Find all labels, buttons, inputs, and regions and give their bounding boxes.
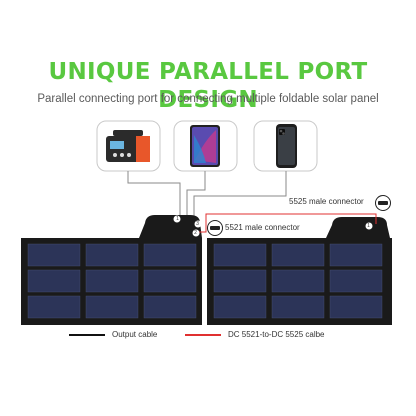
smartphone-icon (276, 124, 297, 168)
power-station-card (96, 120, 161, 172)
port-label-1: 1 (176, 216, 179, 222)
right-solar-panel (207, 217, 392, 325)
page-subtitle: Parallel connecting port for connecting … (37, 93, 379, 105)
port-label-right: 1 (367, 223, 370, 229)
output-cable-label: Output cable (112, 330, 158, 339)
male-5521-label: 5521 male connector (225, 223, 300, 232)
page-title: UNIQUE PARALLEL PORT DESIGN (48, 59, 368, 113)
port-label-2: 2 (194, 230, 197, 236)
device-cables (127, 171, 287, 222)
left-solar-panel (21, 215, 202, 325)
dc-cable-path (196, 213, 377, 233)
tablet-icon (190, 125, 220, 167)
male-5525-label: 5525 male connector (289, 197, 364, 206)
connector-5521-icon (207, 220, 223, 236)
dc-cable-label: DC 5521-to-DC 5525 calbe (228, 330, 325, 339)
dc-cable-swatch (185, 334, 221, 336)
output-cable-swatch (69, 334, 105, 336)
port-markers (173, 215, 373, 237)
port-label-3: 3 (196, 221, 199, 227)
tablet-card (173, 120, 238, 172)
power-station-icon (106, 130, 150, 162)
smartphone-card (253, 120, 318, 172)
connector-5525-icon (375, 195, 391, 211)
